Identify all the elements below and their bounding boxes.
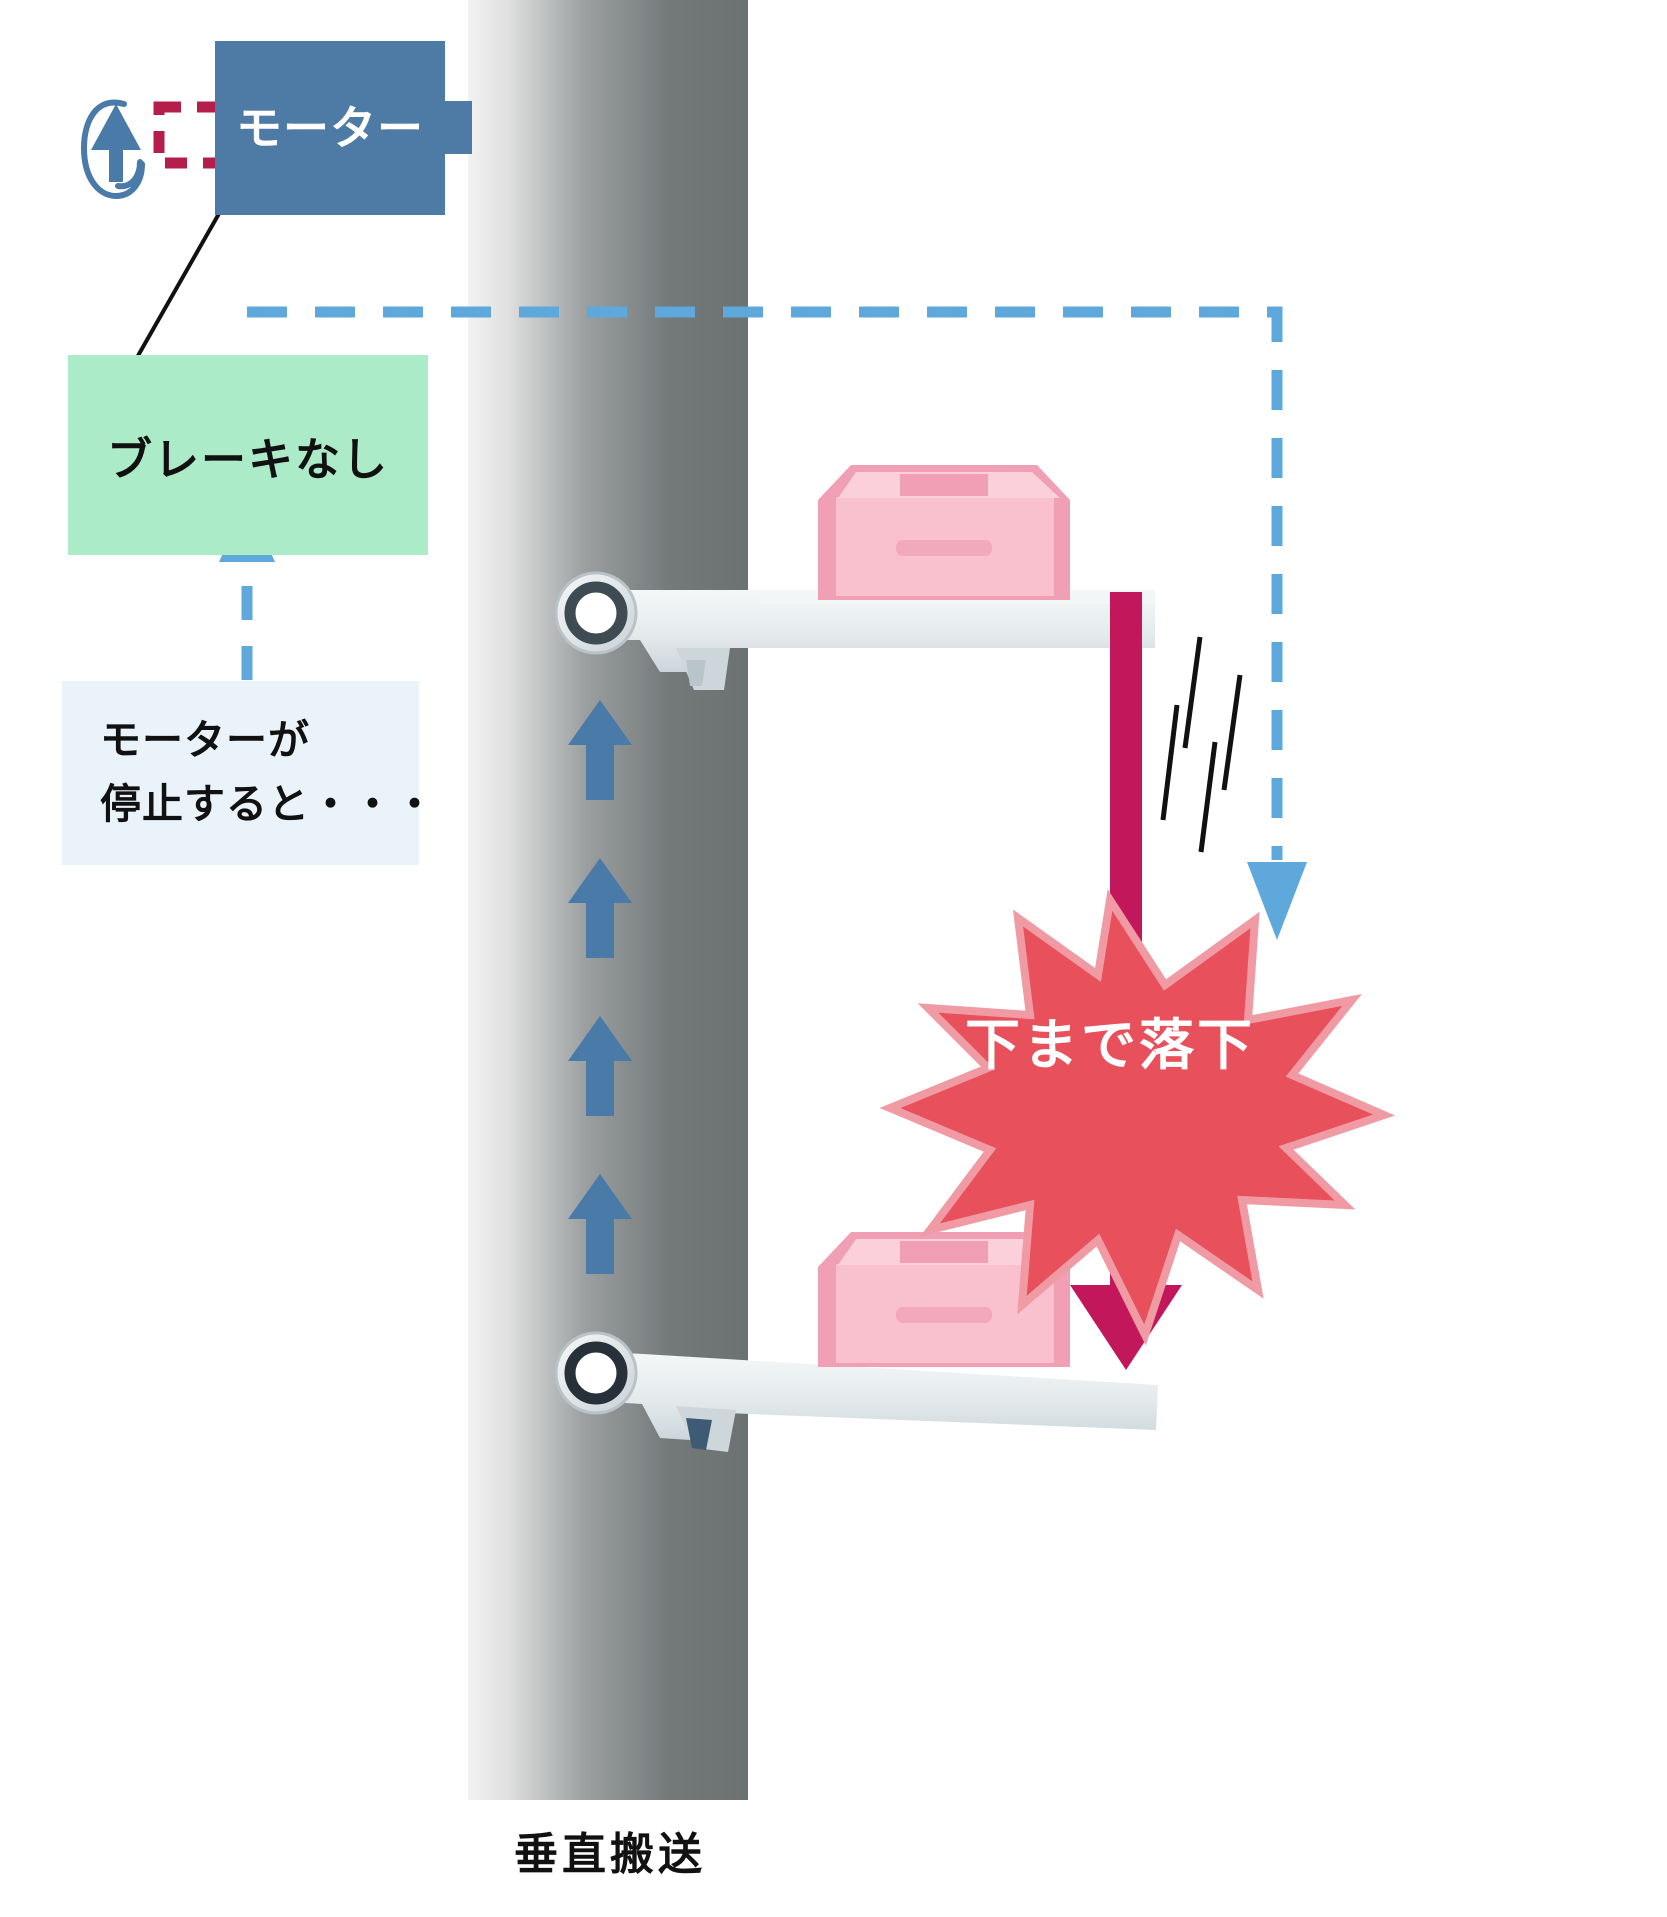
callout-motor-stops-line-1: モーターが	[100, 717, 310, 764]
callout-no-brake-label: ブレーキなし	[106, 433, 389, 485]
carrier-arm-upper	[554, 571, 1155, 690]
signal-path	[247, 306, 1307, 940]
diagram-caption: 垂直搬送	[514, 1830, 706, 1879]
lift-direction-arrows	[568, 700, 632, 1274]
rotation-arrow-icon	[80, 99, 145, 200]
pink-box-upper	[818, 465, 1070, 600]
callout-motor-stops[interactable]: モーターが 停止すると・・・	[62, 681, 435, 865]
motor-block[interactable]: モーター	[215, 41, 445, 215]
impact-burst-label: 下まで落下	[964, 1014, 1255, 1076]
motion-speed-lines	[1160, 636, 1243, 853]
red-dashed-square-icon	[153, 101, 227, 169]
carrier-arm-lower	[554, 1331, 1158, 1452]
motor-shaft	[443, 101, 472, 154]
motor-label: モーター	[236, 102, 424, 154]
impact-burst	[879, 889, 1396, 1346]
callout-no-brake[interactable]: ブレーキなし	[68, 355, 428, 555]
callout-motor-stops-line-2: 停止すると・・・	[100, 781, 436, 827]
pink-box-lower	[818, 1232, 1070, 1367]
